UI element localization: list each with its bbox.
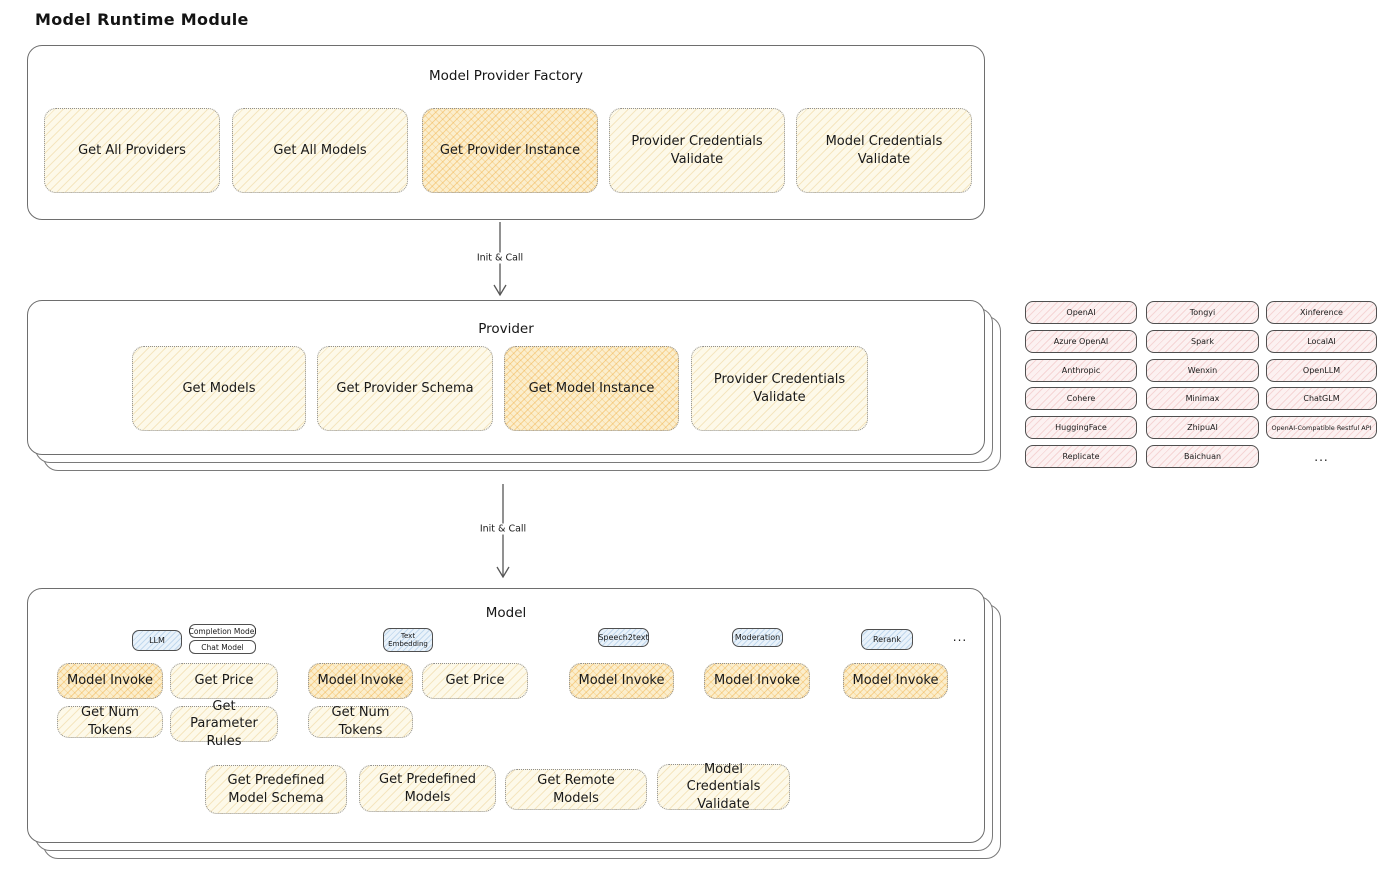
provider-chips-more: ... <box>1314 449 1329 464</box>
init-call-label-2: Init & Call <box>475 523 531 535</box>
node-provider-credentials-validate-2: Provider Credentials Validate <box>691 346 868 431</box>
node-llm-model-invoke: Model Invoke <box>57 663 163 699</box>
provider-container: Provider Get Models Get Provider Schema … <box>27 300 985 455</box>
node-model-credentials-validate-2: Model Credentials Validate <box>657 762 790 812</box>
provider-chip-anthropic: Anthropic <box>1025 359 1137 382</box>
page-title: Model Runtime Module <box>35 10 249 29</box>
provider-chip-cohere: Cohere <box>1025 387 1137 410</box>
node-get-all-providers: Get All Providers <box>44 108 220 193</box>
provider-chip-wenxin: Wenxin <box>1146 359 1259 382</box>
provider-chip-replicate: Replicate <box>1025 445 1137 468</box>
node-get-models: Get Models <box>132 346 306 431</box>
node-rerank-model-invoke: Model Invoke <box>843 663 948 699</box>
node-te-get-num-tokens: Get Num Tokens <box>308 705 413 738</box>
provider-chip-localai: LocalAI <box>1266 330 1377 353</box>
provider-chip-zhipuai: ZhipuAI <box>1146 416 1259 439</box>
node-te-get-price: Get Price <box>422 663 528 699</box>
provider-chip-spark: Spark <box>1146 330 1259 353</box>
node-get-remote-models: Get Remote Models <box>505 769 647 810</box>
tab-completion-model: Completion Model <box>189 624 256 638</box>
provider-chip-openai: OpenAI <box>1025 301 1137 324</box>
node-llm-get-num-tokens: Get Num Tokens <box>57 705 163 738</box>
model-tabs-more: ... <box>952 630 968 644</box>
node-moderation-model-invoke: Model Invoke <box>704 663 810 699</box>
node-get-provider-instance: Get Provider Instance <box>422 108 598 193</box>
tab-llm: LLM <box>132 630 182 651</box>
node-get-all-models: Get All Models <box>232 108 408 193</box>
provider-title: Provider <box>478 321 534 337</box>
provider-chip-openai-compatible: OpenAI-Compatible Restful API <box>1266 416 1377 439</box>
provider-chip-baichuan: Baichuan <box>1146 445 1259 468</box>
factory-container: Model Provider Factory Get All Providers… <box>27 45 985 220</box>
model-title: Model <box>485 605 527 621</box>
provider-chip-minimax: Minimax <box>1146 387 1259 410</box>
provider-chip-chatglm: ChatGLM <box>1266 387 1377 410</box>
provider-chip-openllm: OpenLLM <box>1266 359 1377 382</box>
tab-speech2text: Speech2text <box>598 628 649 647</box>
node-te-model-invoke: Model Invoke <box>308 663 413 699</box>
model-container: Model LLM Completion Model Chat Model Te… <box>27 588 985 843</box>
tab-rerank: Rerank <box>861 629 913 650</box>
provider-chip-azure-openai: Azure OpenAI <box>1025 330 1137 353</box>
tab-moderation: Moderation <box>732 628 783 647</box>
node-get-provider-schema: Get Provider Schema <box>317 346 493 431</box>
node-llm-get-price: Get Price <box>170 663 278 699</box>
init-call-label-1: Init & Call <box>472 252 528 264</box>
node-model-credentials-validate: Model Credentials Validate <box>796 108 972 193</box>
node-s2t-model-invoke: Model Invoke <box>569 663 674 699</box>
node-get-model-instance: Get Model Instance <box>504 346 679 431</box>
tab-chat-model: Chat Model <box>189 640 256 654</box>
node-get-predefined-model-schema: Get Predefined Model Schema <box>205 765 347 814</box>
provider-chip-tongyi: Tongyi <box>1146 301 1259 324</box>
node-provider-credentials-validate: Provider Credentials Validate <box>609 108 785 193</box>
node-get-predefined-models: Get Predefined Models <box>359 765 496 812</box>
provider-chip-xinference: Xinference <box>1266 301 1377 324</box>
factory-title: Model Provider Factory <box>428 68 583 84</box>
node-llm-get-parameter-rules: Get Parameter Rules <box>170 699 278 749</box>
provider-chip-huggingface: HuggingFace <box>1025 416 1137 439</box>
tab-text-embedding: Text Embedding <box>383 628 433 652</box>
